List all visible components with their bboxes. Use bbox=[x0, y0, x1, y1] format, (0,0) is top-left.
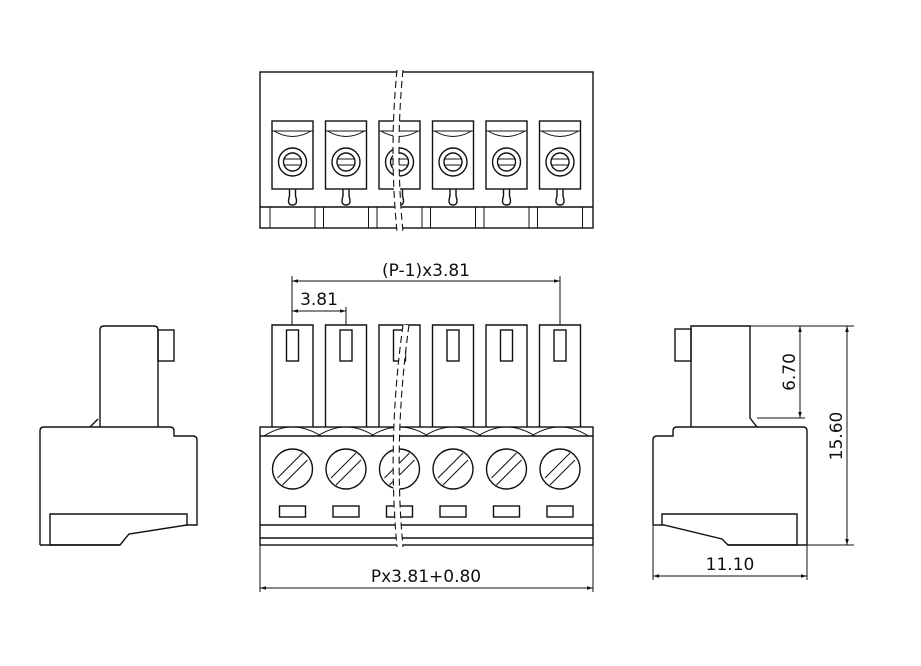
terminal-clamp-line bbox=[325, 130, 367, 137]
screw-recess-arc bbox=[531, 426, 589, 437]
dimension-span-label: (P-1)x3.81 bbox=[382, 261, 470, 281]
screw-outer-icon bbox=[545, 147, 575, 177]
pin-window bbox=[553, 329, 567, 362]
pin-window bbox=[285, 329, 300, 362]
pin-front-view bbox=[263, 324, 322, 518]
test-port bbox=[278, 505, 307, 518]
pin-front-view bbox=[531, 324, 589, 518]
dimension-plug-height-label: 6.70 bbox=[780, 353, 800, 391]
screw-head-icon bbox=[325, 448, 367, 490]
dimension-total-length-label: Px3.81+0.80 bbox=[371, 567, 481, 587]
screw-slot-icon bbox=[277, 452, 308, 486]
dimension-pitch: 3.81 bbox=[292, 290, 347, 325]
pin-front-view bbox=[317, 324, 375, 518]
terminal-top-view bbox=[537, 120, 583, 228]
dimension-overall-height-label: 15.60 bbox=[827, 412, 847, 461]
pin-window bbox=[339, 329, 353, 362]
screw-recess-arc bbox=[317, 426, 375, 437]
terminal-cell bbox=[324, 120, 368, 190]
screw-slot-icon bbox=[330, 452, 362, 486]
screw-inner-icon bbox=[336, 152, 356, 172]
screw-head-icon bbox=[539, 448, 581, 490]
terminal-cell bbox=[485, 120, 528, 190]
dimension-depth: 11.10 bbox=[652, 525, 808, 580]
test-port bbox=[332, 505, 360, 518]
pin-body bbox=[271, 324, 314, 427]
terminal-top-view bbox=[269, 120, 316, 228]
screw-outer-icon bbox=[277, 147, 308, 177]
pin-body bbox=[431, 324, 475, 427]
dimension-overall-height: 15.60 bbox=[807, 326, 854, 546]
terminal-clamp-line bbox=[486, 130, 527, 137]
terminal-cell bbox=[431, 120, 475, 190]
terminal-nub bbox=[501, 189, 512, 206]
screw-recess-arc bbox=[263, 426, 322, 437]
screw-head-icon bbox=[432, 448, 474, 490]
test-port bbox=[439, 505, 467, 518]
left-side-view bbox=[39, 325, 198, 546]
screw-recess-arc bbox=[477, 426, 536, 437]
screw-head-icon bbox=[485, 448, 528, 490]
terminal-cell bbox=[538, 120, 582, 190]
terminal-top-view bbox=[430, 120, 476, 228]
pin-body bbox=[378, 324, 421, 427]
dimension-span: (P-1)x3.81 bbox=[291, 261, 561, 325]
terminal-cell bbox=[271, 120, 314, 190]
screw-head-icon bbox=[271, 448, 314, 490]
test-port bbox=[546, 505, 574, 518]
screw-outer-icon bbox=[331, 147, 361, 177]
terminal-top-view bbox=[323, 120, 369, 228]
terminal-top-view bbox=[483, 120, 530, 228]
pin-front-view bbox=[477, 324, 536, 518]
screw-slot-icon bbox=[437, 452, 469, 486]
screw-slot-icon bbox=[284, 158, 301, 166]
pin-body bbox=[324, 324, 368, 427]
dimension-pitch-label: 3.81 bbox=[300, 290, 338, 310]
screw-slot-icon bbox=[445, 158, 461, 166]
screw-inner-icon bbox=[550, 152, 570, 172]
screw-outer-icon bbox=[491, 147, 522, 177]
screw-inner-icon bbox=[443, 152, 463, 172]
pin-window bbox=[446, 329, 460, 362]
screw-inner-icon bbox=[282, 152, 303, 172]
terminal-clamp-line bbox=[539, 130, 581, 137]
terminal-clamp-line bbox=[432, 130, 474, 137]
screw-slot-icon bbox=[338, 158, 354, 166]
screw-slot-icon bbox=[491, 452, 522, 486]
terminal-clamp-line bbox=[272, 130, 313, 137]
pin-body bbox=[538, 324, 582, 427]
pin-front-view bbox=[424, 324, 482, 518]
pin-window bbox=[499, 329, 514, 362]
break-line-front bbox=[392, 324, 410, 548]
screw-inner-icon bbox=[496, 152, 517, 172]
dimension-total-length: Px3.81+0.80 bbox=[259, 545, 594, 592]
screw-slot-icon bbox=[498, 158, 515, 166]
dimension-depth-label: 11.10 bbox=[706, 555, 755, 575]
test-port bbox=[492, 505, 521, 518]
top-view bbox=[259, 71, 594, 229]
dimension-plug-height: 6.70 bbox=[750, 325, 854, 419]
screw-slot-icon bbox=[552, 158, 568, 166]
pin-body bbox=[485, 324, 528, 427]
break-line-top bbox=[392, 69, 404, 233]
terminal-nub bbox=[448, 189, 458, 206]
terminal-nub bbox=[555, 189, 565, 206]
front-view bbox=[259, 324, 594, 546]
screw-recess-arc bbox=[424, 426, 482, 437]
terminal-nub bbox=[341, 189, 351, 206]
screw-outer-icon bbox=[438, 147, 468, 177]
terminal-nub bbox=[287, 189, 298, 206]
screw-slot-icon bbox=[544, 452, 576, 486]
